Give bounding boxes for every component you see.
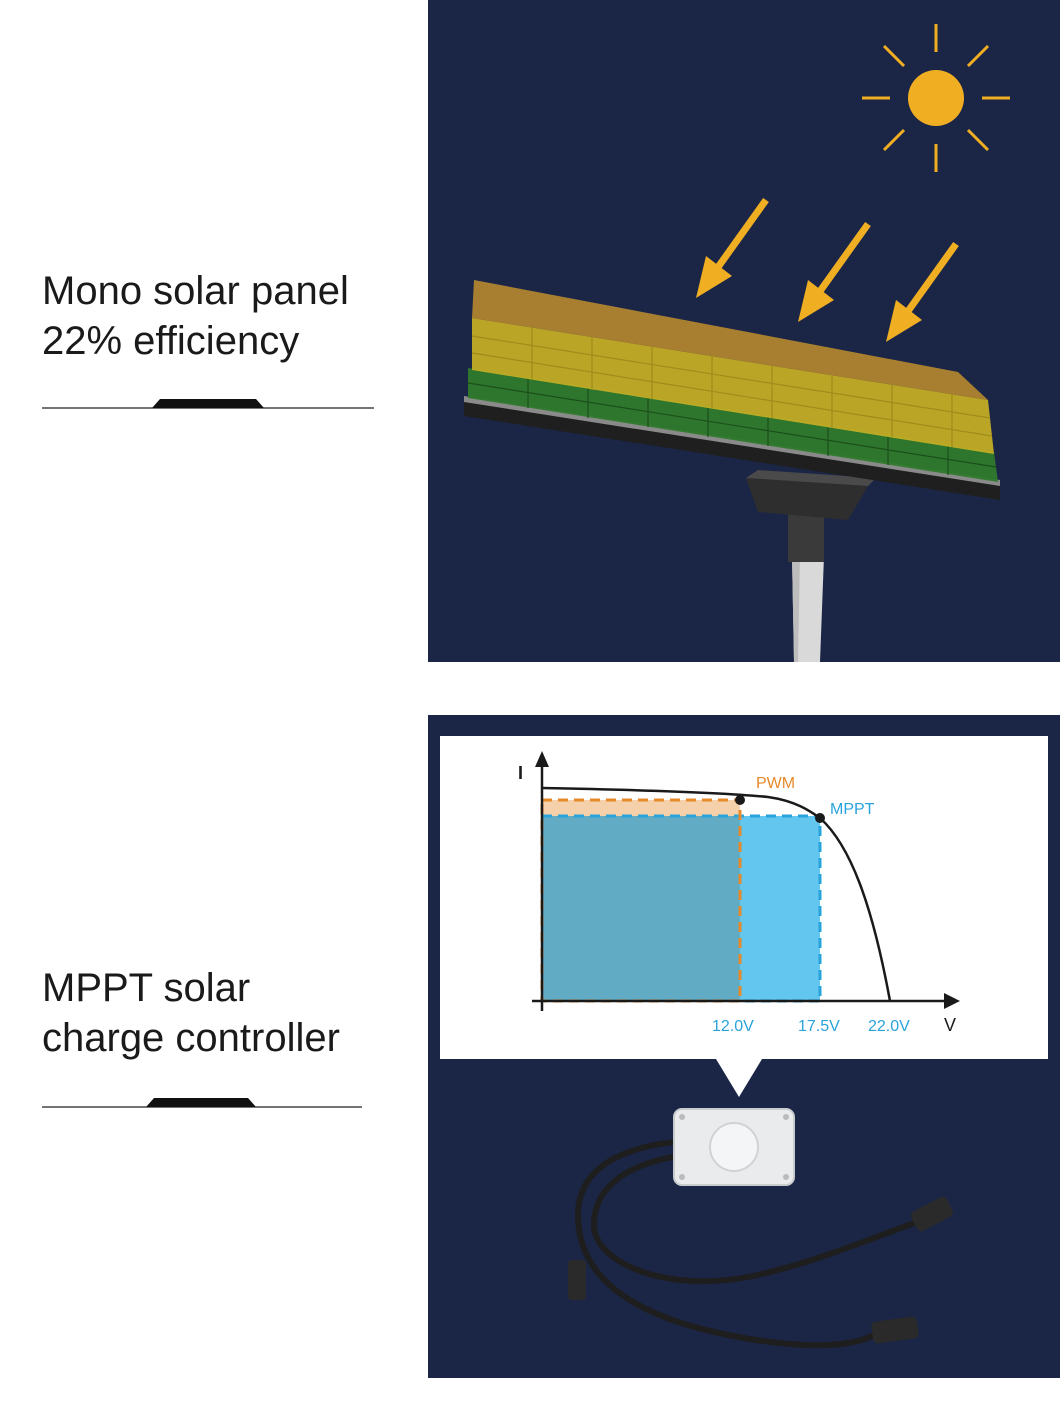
x-tick-label: 17.5V — [798, 1018, 840, 1035]
controller-device-illustration — [568, 1108, 954, 1349]
x-axis-label: V — [944, 1015, 956, 1035]
x-tick-label: 22.0V — [868, 1018, 910, 1035]
sun-icon — [862, 24, 1010, 172]
arrow-down-left-icon — [798, 221, 871, 322]
solar-panel-title-line1: Mono solar panel — [42, 269, 349, 313]
controller-image-panel: I V PWM MPPT 12.0V 17.5V 22.0V — [428, 715, 1060, 1378]
mppt-point — [815, 813, 825, 823]
controller-caption: MPPT solar charge controller — [42, 963, 340, 1063]
mppt-label: MPPT — [830, 801, 875, 818]
iv-curve — [541, 786, 892, 1002]
y-axis-label: I — [518, 763, 523, 783]
iv-chart: I V PWM MPPT 12.0V 17.5V 22.0V — [518, 751, 960, 1035]
section1-divider — [42, 399, 374, 409]
controller-title-line1: MPPT solar — [42, 966, 251, 1010]
section2-divider — [42, 1098, 362, 1108]
y-axis-arrow — [535, 751, 549, 767]
controller-title-line2: charge controller — [42, 1016, 340, 1060]
pole — [746, 470, 876, 662]
arrow-down-left-icon — [886, 241, 959, 342]
solar-panel-image-panel — [428, 0, 1060, 662]
solar-panel-illustration — [464, 280, 1000, 500]
x-tick-label: 12.0V — [712, 1018, 754, 1035]
overlap-area — [542, 816, 740, 1001]
solar-panel-caption: Mono solar panel 22% efficiency — [42, 266, 349, 366]
pwm-point — [735, 795, 745, 805]
card-pointer — [716, 1059, 762, 1097]
x-axis-arrow — [944, 993, 960, 1009]
solar-panel-title-line2: 22% efficiency — [42, 319, 300, 363]
pwm-label: PWM — [756, 775, 795, 792]
arrow-down-left-icon — [696, 197, 769, 298]
